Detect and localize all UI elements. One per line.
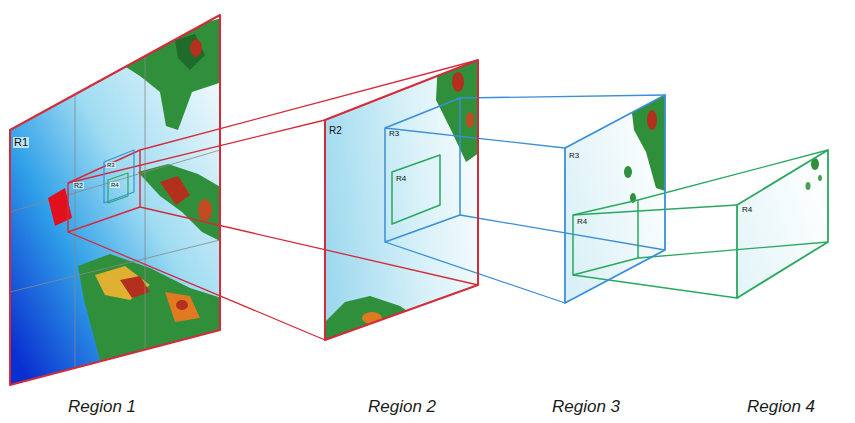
region-label: R1 (13, 137, 29, 148)
panel-outline (737, 150, 828, 422)
region-caption: Region 1 (68, 398, 136, 417)
region-panel: R1Region 1 R2 R3R4 (10, 15, 220, 422)
projection-line (385, 242, 565, 303)
zoom-box: R4 (573, 200, 638, 275)
projection-line (140, 60, 478, 150)
panel-outline (108, 173, 128, 203)
projection-line (638, 150, 828, 200)
region-label: R2 (328, 126, 343, 136)
projection-line (68, 120, 325, 183)
projection-line (385, 128, 565, 148)
region-label: R3 (568, 152, 580, 160)
panel-outline (325, 60, 478, 422)
region-label: R4 (110, 182, 120, 188)
zoom-box: R3R4 (385, 98, 460, 242)
zoom-box: R2 R3R4 (68, 150, 140, 232)
region-label: R2 (73, 182, 84, 189)
panel-outline-shape (565, 95, 665, 303)
panel-outline-shape (573, 200, 638, 275)
region-panel: R2Region 2 R3R4 (325, 60, 478, 422)
region-label: R4 (741, 206, 753, 214)
projection-connector (573, 150, 828, 298)
projection-connector (68, 60, 478, 340)
panel-outline (573, 200, 638, 275)
region-label: R3 (106, 162, 116, 168)
region-caption: Region 2 (368, 398, 436, 417)
region-label: R3 (388, 130, 400, 138)
region-label: R4 (576, 218, 588, 226)
zoom-box: R4 (108, 173, 128, 203)
panel-outline (565, 95, 665, 422)
panel-outline-shape (68, 150, 140, 232)
projection-line (140, 207, 478, 285)
panel-outline-shape (392, 155, 440, 224)
region-caption: Region 3 (552, 398, 620, 417)
region-panel: R3Region 3R4 (565, 95, 665, 422)
zoom-box: R3R4 (104, 150, 134, 203)
projection-connector (385, 95, 665, 303)
panel-outline-shape (10, 15, 220, 385)
region-panel: R4Region 4 (737, 150, 828, 422)
panel-outline-shape (737, 150, 828, 298)
projection-line (638, 242, 828, 258)
projection-line (460, 215, 665, 250)
panel-outline-shape (108, 173, 128, 203)
panel-outline-shape (104, 150, 134, 203)
projection-line (460, 95, 665, 98)
panel-outline-shape (385, 98, 460, 242)
region-caption: Region 4 (747, 398, 815, 417)
projection-line (68, 232, 325, 340)
zoom-box: R4 (392, 155, 440, 224)
panel-outline-shape (325, 60, 478, 340)
region-label: R4 (395, 175, 407, 183)
panel-outline (10, 15, 220, 422)
panel-outline (392, 155, 440, 224)
